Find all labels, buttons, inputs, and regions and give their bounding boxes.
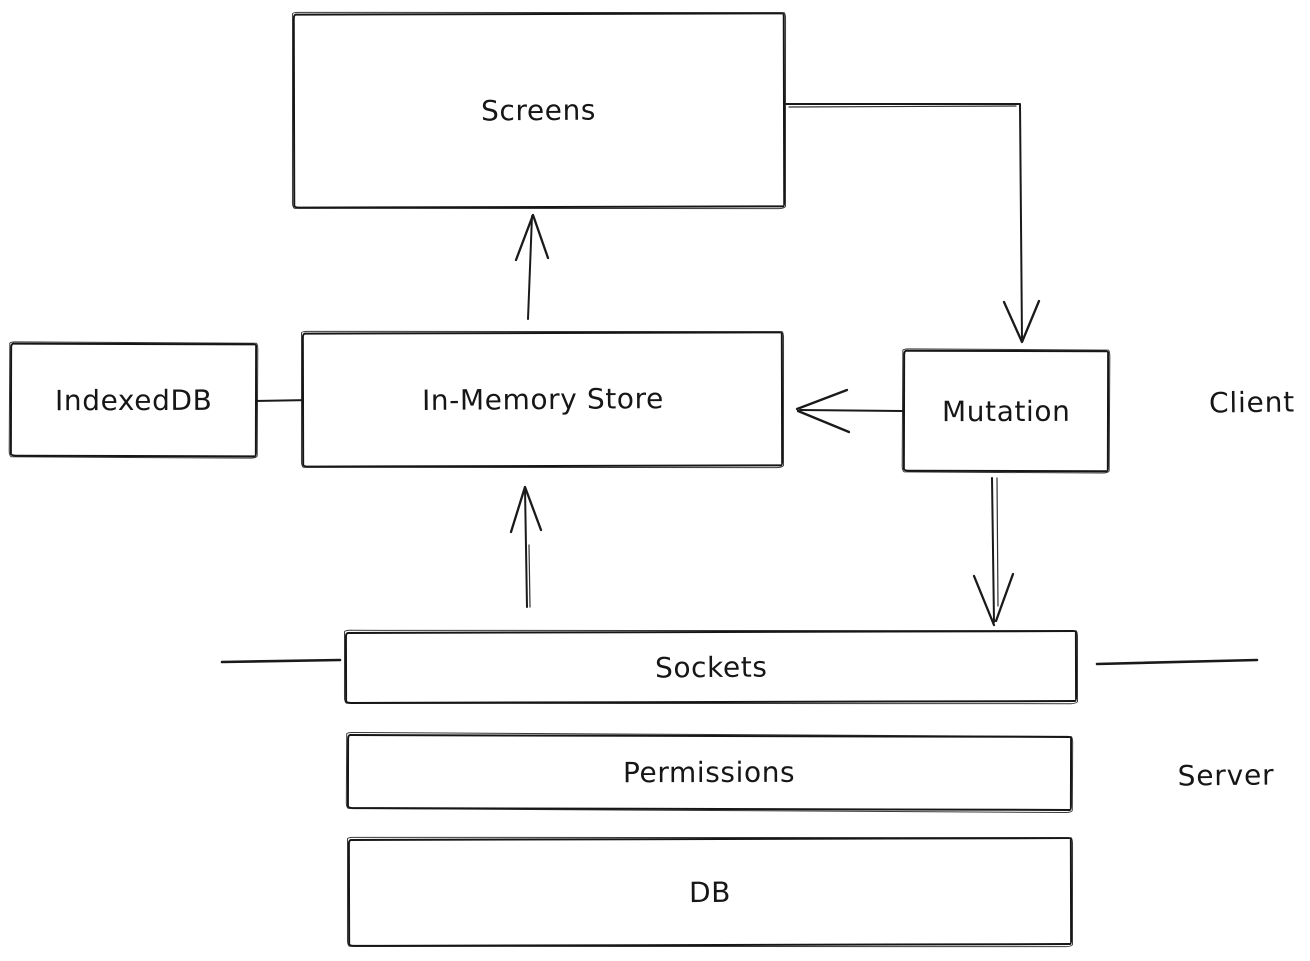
node-permissions-label: Permissions xyxy=(623,755,796,790)
node-mutation-label: Mutation xyxy=(941,394,1071,428)
arrow-mutation-to-sockets[interactable] xyxy=(972,477,1015,627)
node-db[interactable]: DB xyxy=(347,837,1073,947)
arrow-sockets-to-in-memory-store[interactable] xyxy=(509,485,543,608)
arrow-in-memory-store-to-screens[interactable] xyxy=(514,213,550,320)
node-permissions[interactable]: Permissions xyxy=(346,734,1073,811)
node-in-memory-store-label: In-Memory Store xyxy=(421,382,664,417)
node-sockets[interactable]: Sockets xyxy=(344,630,1078,704)
arrow-screens-to-mutation[interactable] xyxy=(785,103,1041,344)
client-server-boundary-left[interactable] xyxy=(220,658,342,664)
zone-label-client[interactable]: Client xyxy=(1208,385,1296,420)
node-db-label: DB xyxy=(688,875,732,909)
client-server-boundary-right[interactable] xyxy=(1095,658,1259,666)
node-screens-label: Screens xyxy=(481,93,597,128)
zone-label-server[interactable]: Server xyxy=(1177,758,1275,793)
node-screens[interactable]: Screens xyxy=(292,12,786,209)
node-indexeddb[interactable]: IndexedDB xyxy=(9,342,258,458)
node-mutation[interactable]: Mutation xyxy=(902,349,1110,473)
node-sockets-label: Sockets xyxy=(654,650,768,684)
node-indexeddb-label: IndexedDB xyxy=(54,383,213,417)
node-in-memory-store[interactable]: In-Memory Store xyxy=(301,331,784,468)
arrow-mutation-to-in-memory-store[interactable] xyxy=(795,388,903,434)
